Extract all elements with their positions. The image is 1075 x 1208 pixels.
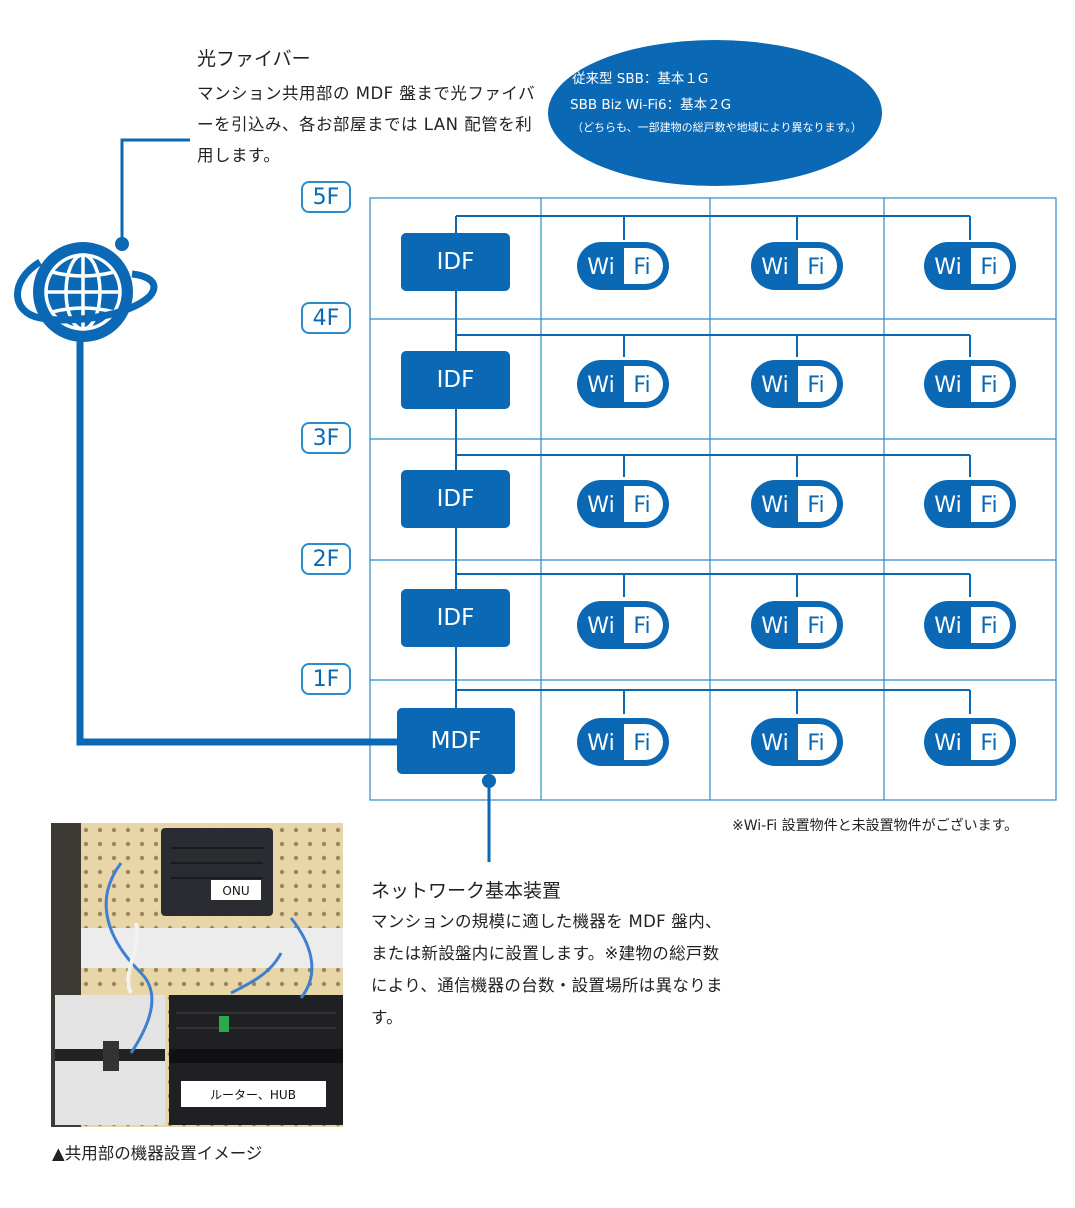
wifi-text-right: Fi	[980, 731, 997, 756]
wifi-icon: Wi Fi	[924, 360, 1016, 408]
wifi-text-right: Fi	[807, 255, 824, 280]
wifi-text-right: Fi	[633, 614, 650, 639]
wifi-text-right: Fi	[807, 373, 824, 398]
wifi-icon: Wi Fi	[751, 360, 843, 408]
wifi-icon: Wi Fi	[577, 242, 669, 290]
wifi-icon: Wi Fi	[751, 242, 843, 290]
wifi-icon: Wi Fi	[924, 718, 1016, 766]
wifi-text-right: Fi	[980, 493, 997, 518]
fiber-line	[76, 138, 496, 862]
speed-info-bubble: 従来型 SBB：基本１G SBB Biz Wi-Fi6：基本２G （どちらも、一…	[548, 40, 882, 186]
wifi-text-left: Wi	[587, 255, 614, 280]
wifi-text-right: Fi	[633, 493, 650, 518]
onu-label: ONU	[222, 884, 249, 898]
wifi-text-left: Wi	[587, 731, 614, 756]
wifi-text-left: Wi	[934, 493, 961, 518]
wifi-text-left: Wi	[934, 255, 961, 280]
mdf-box: MDF	[397, 708, 515, 774]
wifi-icon: Wi Fi	[577, 360, 669, 408]
floor-label-4f: 4F	[301, 302, 351, 334]
wifi-text-right: Fi	[633, 731, 650, 756]
wifi-icon: Wi Fi	[751, 601, 843, 649]
wifi-text-left: Wi	[934, 731, 961, 756]
wifi-text-left: Wi	[587, 373, 614, 398]
lan-wiring	[455, 215, 971, 714]
idf-box-4f: IDF	[401, 351, 510, 409]
idf-box-5f: IDF	[401, 233, 510, 291]
network-title: ネットワーク基本装置	[371, 880, 562, 902]
wifi-text-right: Fi	[980, 255, 997, 280]
equipment-photo: ONU ルーター、HUB	[51, 823, 343, 1127]
wifi-icon: Wi Fi	[924, 480, 1016, 528]
globe-icon	[14, 242, 158, 342]
wifi-text-right: Fi	[633, 373, 650, 398]
wifi-icon: Wi Fi	[577, 718, 669, 766]
speed-info-line-3: （どちらも、一部建物の総戸数や地域により異なります。）	[572, 121, 862, 134]
speed-info-line-1: 従来型 SBB：基本１G	[572, 71, 709, 87]
building-grid	[369, 197, 1057, 801]
floor-label-1f: 1F	[301, 663, 351, 695]
wifi-text-right: Fi	[980, 373, 997, 398]
wifi-text-left: Wi	[761, 373, 788, 398]
wifi-icon: Wi Fi	[751, 718, 843, 766]
wifi-icon: Wi Fi	[577, 601, 669, 649]
wifi-text-right: Fi	[807, 731, 824, 756]
wifi-text-right: Fi	[980, 614, 997, 639]
wifi-text-left: Wi	[761, 614, 788, 639]
wifi-icon: Wi Fi	[577, 480, 669, 528]
wifi-text-left: Wi	[761, 493, 788, 518]
wifi-text-left: Wi	[934, 373, 961, 398]
fiber-description: マンション共用部の MDF 盤まで光ファイバーを引込み、各お部屋までは LAN …	[197, 84, 536, 165]
wifi-icon: Wi Fi	[751, 480, 843, 528]
wifi-text-left: Wi	[587, 614, 614, 639]
wifi-text-left: Wi	[761, 731, 788, 756]
floor-label-2f: 2F	[301, 543, 351, 575]
wifi-text-left: Wi	[934, 614, 961, 639]
wifi-icon: Wi Fi	[924, 601, 1016, 649]
idf-box-2f: IDF	[401, 589, 510, 647]
wifi-text-left: Wi	[761, 255, 788, 280]
router-label: ルーター、HUB	[210, 1088, 296, 1102]
speed-info-line-2: SBB Biz Wi-Fi6：基本２G	[570, 97, 732, 113]
wifi-text-right: Fi	[807, 493, 824, 518]
idf-box-3f: IDF	[401, 470, 510, 528]
photo-caption: ▲共用部の機器設置イメージ	[52, 1144, 263, 1163]
wifi-text-right: Fi	[807, 614, 824, 639]
fiber-title: 光ファイバー	[197, 48, 311, 70]
wifi-note: ※Wi-Fi 設置物件と未設置物件がございます。	[732, 818, 1019, 834]
network-description: マンションの規模に適した機器を MDF 盤内、または新設盤内に設置します。※建物…	[371, 912, 723, 1027]
floor-label-3f: 3F	[301, 422, 351, 454]
floor-label-5f: 5F	[301, 181, 351, 213]
wifi-icon: Wi Fi	[924, 242, 1016, 290]
wifi-text-left: Wi	[587, 493, 614, 518]
wifi-text-right: Fi	[633, 255, 650, 280]
